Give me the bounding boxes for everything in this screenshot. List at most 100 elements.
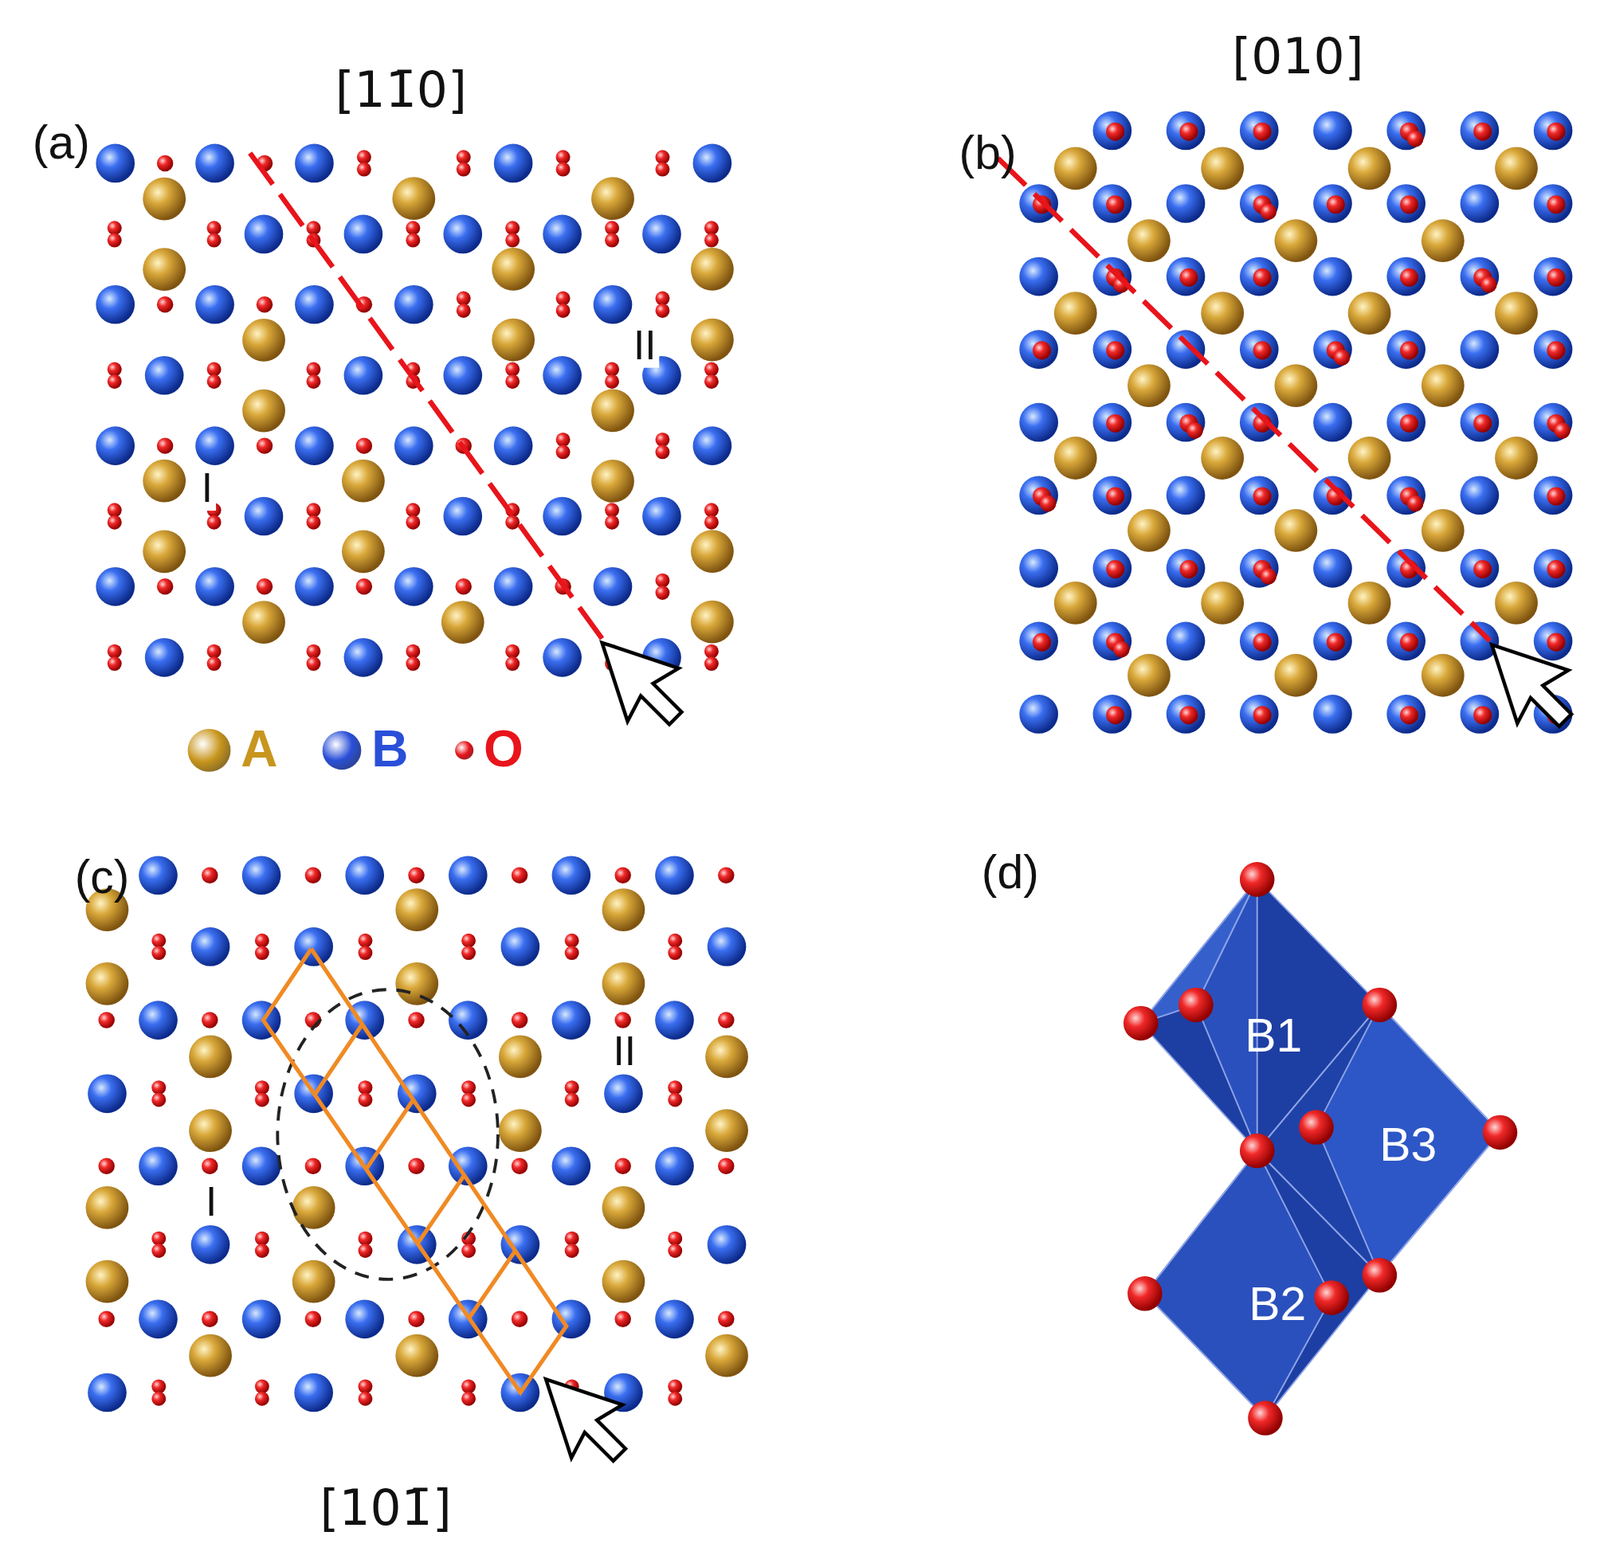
o-atom bbox=[1105, 195, 1125, 214]
a-atom bbox=[188, 1334, 232, 1378]
b-atom bbox=[242, 1146, 282, 1186]
o-atom bbox=[505, 362, 520, 377]
b-atom bbox=[552, 1299, 592, 1339]
b-atom bbox=[1093, 257, 1133, 297]
o-atom bbox=[1105, 705, 1125, 725]
o-atom bbox=[1253, 122, 1272, 142]
a-atom bbox=[591, 176, 635, 220]
o-atom bbox=[407, 1011, 424, 1028]
o-atom bbox=[556, 432, 571, 448]
b-atom bbox=[294, 285, 334, 325]
site-label: B3 bbox=[1379, 1118, 1437, 1171]
b-atom bbox=[1313, 184, 1353, 224]
o-atom bbox=[717, 1011, 734, 1028]
unit-outline bbox=[469, 1250, 516, 1319]
b-atom bbox=[1460, 694, 1500, 734]
o-atom bbox=[564, 1231, 580, 1247]
a-atom bbox=[1421, 219, 1465, 263]
o-atom bbox=[1473, 705, 1492, 725]
legend-swatch bbox=[322, 730, 362, 770]
b-atom bbox=[654, 1000, 695, 1040]
b-atom bbox=[1386, 257, 1426, 297]
o-atom bbox=[306, 515, 322, 530]
a-atom bbox=[705, 1109, 749, 1153]
b-atom bbox=[191, 1225, 231, 1265]
o-atom bbox=[107, 374, 122, 389]
o-atom bbox=[1253, 705, 1272, 725]
o-atom bbox=[1407, 495, 1424, 512]
o-atom bbox=[254, 1392, 270, 1407]
o-atom bbox=[654, 149, 670, 165]
o-atom bbox=[717, 1311, 734, 1328]
o-atom bbox=[1362, 988, 1398, 1024]
slip-plane-line bbox=[997, 157, 1490, 641]
a-atom bbox=[1200, 146, 1244, 190]
o-atom bbox=[254, 933, 270, 949]
o-atom bbox=[407, 1311, 424, 1328]
a-atom bbox=[1494, 291, 1538, 335]
b-atom bbox=[195, 144, 235, 184]
o-atom bbox=[1105, 414, 1125, 433]
o-atom bbox=[207, 656, 222, 671]
o-atom bbox=[405, 233, 420, 248]
overlays bbox=[250, 152, 1572, 1462]
b-atom bbox=[1313, 257, 1353, 297]
b-atom bbox=[138, 1000, 178, 1040]
a-atom bbox=[392, 176, 436, 220]
a-atom bbox=[1127, 219, 1171, 263]
o-atom bbox=[306, 644, 322, 659]
o-atom bbox=[201, 1311, 218, 1328]
o-atom bbox=[667, 1093, 683, 1108]
b-atom bbox=[542, 215, 582, 255]
legend-text: O bbox=[483, 721, 524, 778]
zone-axis: [11̄0] bbox=[335, 62, 467, 118]
b-atom bbox=[494, 426, 534, 466]
a-atom bbox=[1054, 146, 1098, 190]
b-atom bbox=[1313, 622, 1353, 662]
b-atom bbox=[138, 1299, 178, 1339]
o-atom bbox=[654, 573, 670, 589]
b-atom bbox=[1533, 622, 1573, 662]
a-atom bbox=[1054, 291, 1098, 335]
o-atom bbox=[151, 945, 166, 961]
panel-letter: (b) bbox=[959, 127, 1017, 180]
b-atom bbox=[1386, 622, 1426, 662]
o-atom bbox=[254, 1080, 270, 1095]
a-atom bbox=[602, 888, 646, 932]
b-atom bbox=[1460, 329, 1500, 369]
b-atom bbox=[195, 426, 235, 466]
b-atom bbox=[394, 426, 434, 466]
o-atom bbox=[654, 291, 670, 306]
b-atom bbox=[1460, 475, 1500, 515]
octahedron-face bbox=[1316, 1004, 1501, 1275]
b-atom bbox=[552, 855, 592, 895]
o-atom bbox=[1260, 203, 1277, 220]
panel-letter: (a) bbox=[32, 117, 91, 169]
o-atom bbox=[614, 1157, 631, 1174]
a-atom bbox=[1127, 509, 1171, 553]
b-atom bbox=[1386, 184, 1426, 224]
legend-swatch bbox=[454, 741, 474, 760]
b-atom bbox=[394, 567, 434, 607]
b-atom bbox=[1093, 694, 1133, 734]
o-atom bbox=[357, 1392, 373, 1407]
o-atom bbox=[107, 656, 122, 671]
a-atom bbox=[705, 1035, 749, 1079]
o-atom bbox=[98, 1157, 114, 1174]
b-atom bbox=[1460, 184, 1500, 224]
a-atom bbox=[690, 600, 734, 644]
o-atom bbox=[511, 867, 528, 884]
o-atom bbox=[1546, 122, 1565, 142]
o-atom bbox=[405, 656, 420, 671]
b-atom bbox=[448, 855, 488, 895]
a-atom bbox=[602, 1260, 646, 1304]
o-atom bbox=[1362, 1258, 1398, 1294]
o-atom bbox=[1247, 1400, 1283, 1436]
b-atom bbox=[642, 215, 682, 255]
o-atom bbox=[1326, 633, 1346, 652]
panel-letter: (d) bbox=[981, 847, 1040, 899]
b-atom bbox=[345, 1299, 385, 1339]
a-atom bbox=[1274, 509, 1318, 553]
